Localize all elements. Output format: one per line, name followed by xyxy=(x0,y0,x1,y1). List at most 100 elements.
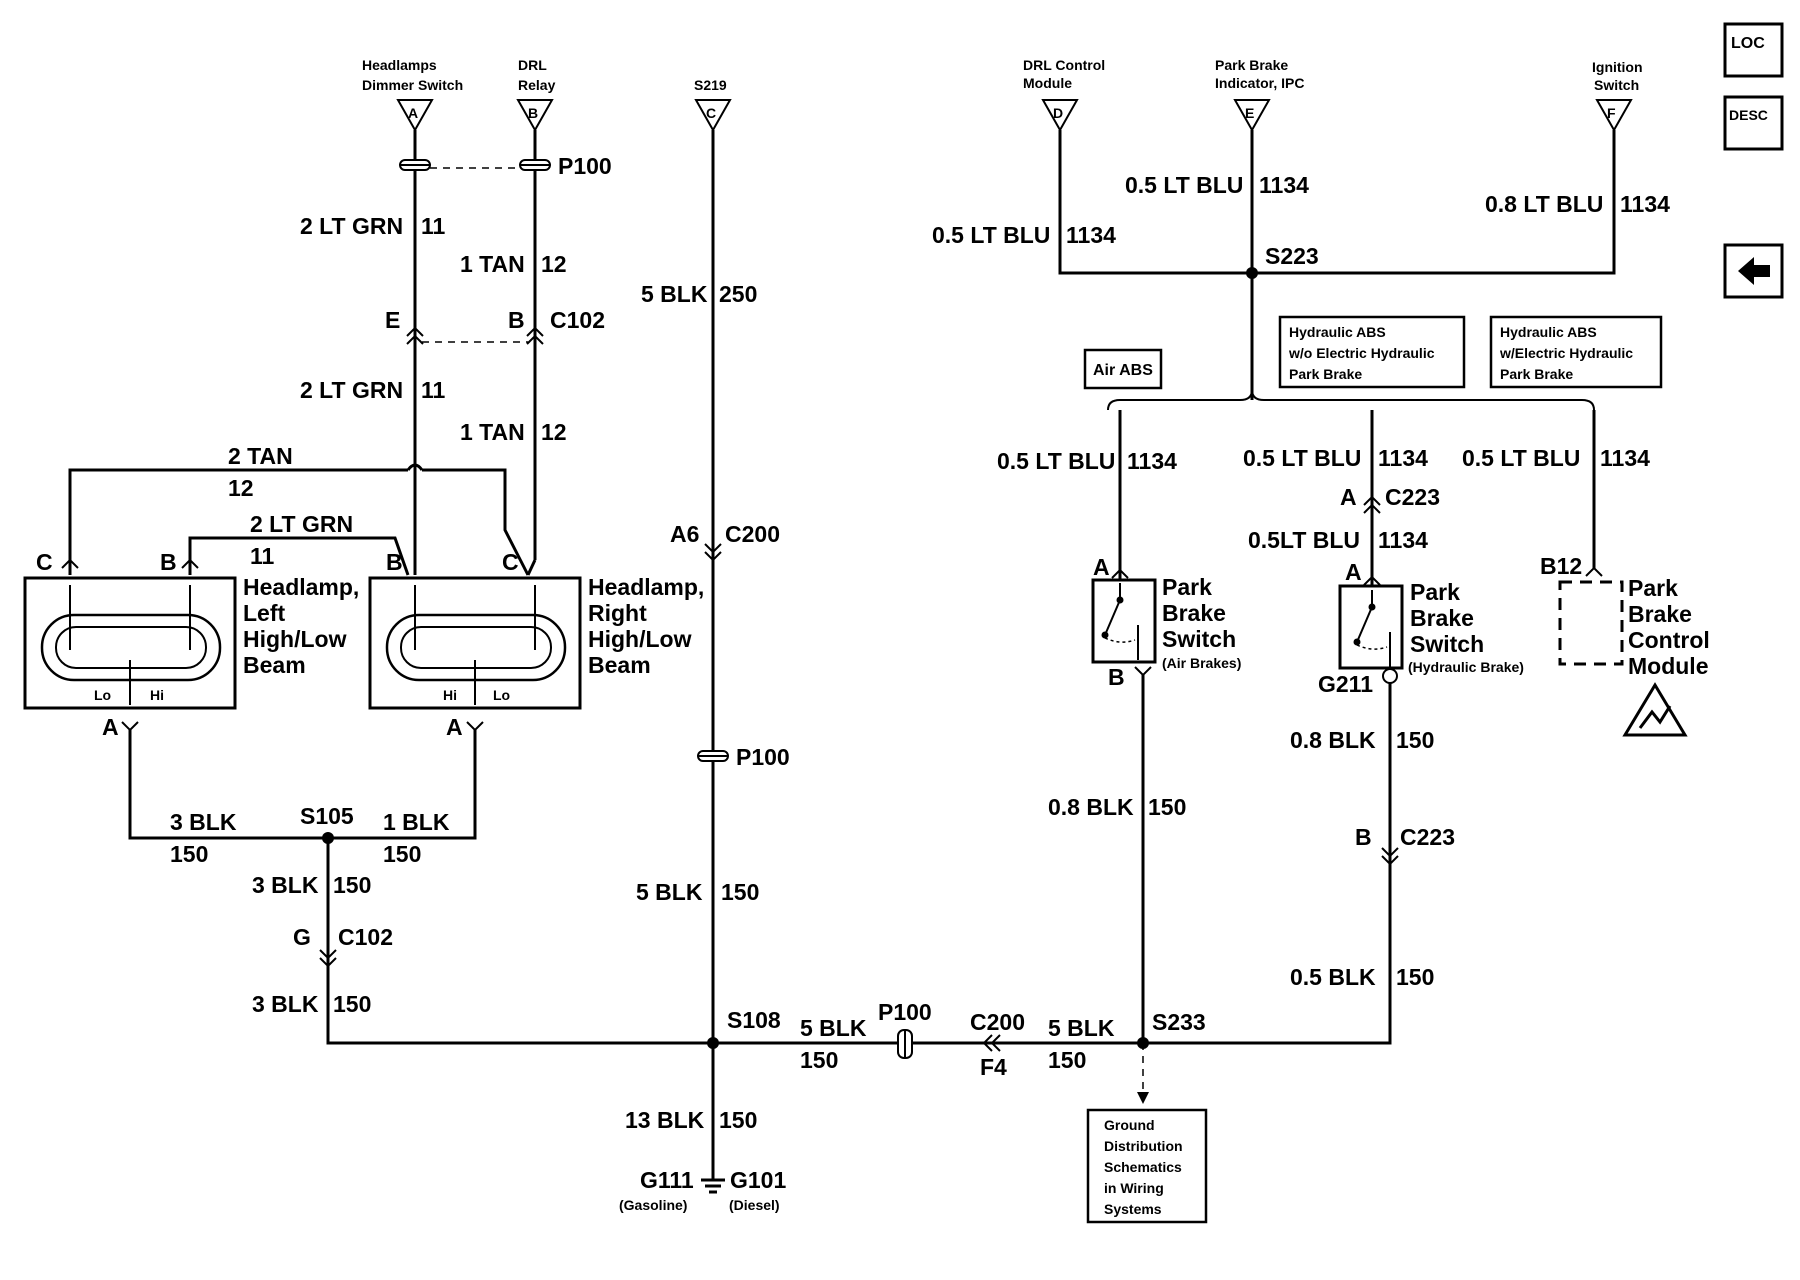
svg-text:A: A xyxy=(408,105,418,121)
svg-text:Park: Park xyxy=(1162,574,1212,600)
wire-hyd-branch: 0.5 LT BLU 1134 A C223 0.5LT BLU 1134 A xyxy=(1243,410,1440,588)
svg-text:G: G xyxy=(293,924,311,950)
svg-text:Indicator, IPC: Indicator, IPC xyxy=(1215,75,1304,91)
svg-text:C: C xyxy=(706,105,716,121)
park-brake-control-module: Park Brake Control Module xyxy=(1558,575,1710,737)
svg-text:5 BLK: 5 BLK xyxy=(641,281,708,307)
svg-text:C223: C223 xyxy=(1400,824,1455,850)
wire-ehpb-branch: 0.5 LT BLU 1134 B12 xyxy=(1462,410,1650,579)
wire-s105-down: 3 BLK 150 G C102 3 BLK 150 xyxy=(252,838,713,1045)
svg-text:B: B xyxy=(1355,824,1372,850)
svg-text:P100: P100 xyxy=(558,153,612,179)
wire-air-ground: 0.8 BLK 150 S233 xyxy=(1048,675,1206,1104)
option-brace xyxy=(1107,389,1595,411)
svg-text:0.5 LT BLU: 0.5 LT BLU xyxy=(1243,445,1361,471)
wire-s108-s233: 5 BLK 150 P100 C200 F4 5 BLK 150 xyxy=(713,999,1143,1080)
desc-button[interactable]: DESC xyxy=(1723,95,1784,151)
loc-button[interactable]: LOC xyxy=(1723,22,1784,78)
svg-text:E: E xyxy=(1245,105,1254,121)
svg-text:1134: 1134 xyxy=(1378,445,1428,471)
wire-e-blu: 0.5 LT BLU 1134 S223 0.8 LT BLU 1134 xyxy=(1125,130,1670,400)
label-11-lower: 11 xyxy=(421,377,446,403)
svg-text:(Gasoline): (Gasoline) xyxy=(619,1197,687,1213)
svg-text:150: 150 xyxy=(333,872,371,898)
svg-text:1134: 1134 xyxy=(1600,445,1650,471)
terminal-f: Ignition Switch F xyxy=(1592,59,1643,133)
p100-connector-top: P100 xyxy=(399,153,612,179)
svg-text:C200: C200 xyxy=(970,1009,1025,1035)
label-tan-lower: 1 TAN xyxy=(460,419,525,445)
svg-text:S108: S108 xyxy=(727,1007,781,1033)
svg-text:Control: Control xyxy=(1628,627,1710,653)
svg-text:5 BLK: 5 BLK xyxy=(800,1015,867,1041)
svg-text:in Wiring: in Wiring xyxy=(1104,1180,1164,1196)
svg-text:D: D xyxy=(1053,105,1063,121)
ground-distribution-box[interactable]: Ground Distribution Schematics in Wiring… xyxy=(1086,1108,1208,1224)
wire-c-black: 5 BLK 250 A6 C200 P100 5 BLK 150 S108 13… xyxy=(625,130,790,1180)
svg-text:1134: 1134 xyxy=(1620,191,1670,217)
wire-tan-cross: 2 TAN 12 xyxy=(68,443,530,576)
svg-text:C: C xyxy=(36,549,53,575)
wire-d-blu: 0.5 LT BLU 1134 xyxy=(932,130,1616,275)
svg-text:Switch: Switch xyxy=(1594,77,1639,93)
svg-text:Hi: Hi xyxy=(443,687,457,703)
svg-text:150: 150 xyxy=(721,879,759,905)
terminal-b: DRL Relay B xyxy=(516,57,556,133)
svg-text:150: 150 xyxy=(383,841,421,867)
park-brake-switch-hydraulic: Park Brake Switch (Hydraulic Brake) G211 xyxy=(1318,579,1524,697)
headlamp-left: C B Lo Hi Headlamp, Left High/Low Beam A xyxy=(23,549,359,740)
svg-text:0.5 LT BLU: 0.5 LT BLU xyxy=(1125,172,1243,198)
svg-text:A6: A6 xyxy=(670,521,699,547)
svg-text:Park Brake: Park Brake xyxy=(1500,366,1573,382)
svg-text:A: A xyxy=(1093,554,1110,580)
svg-text:G211: G211 xyxy=(1318,671,1373,697)
svg-text:(Hydraulic Brake): (Hydraulic Brake) xyxy=(1408,659,1524,675)
svg-text:150: 150 xyxy=(800,1047,838,1073)
wire-air-branch: 0.5 LT BLU 1134 A xyxy=(997,410,1177,580)
svg-text:Headlamps: Headlamps xyxy=(362,57,437,73)
svg-text:12: 12 xyxy=(228,475,254,501)
svg-text:Systems: Systems xyxy=(1104,1201,1162,1217)
svg-text:Beam: Beam xyxy=(588,652,651,678)
svg-text:B: B xyxy=(1108,664,1125,690)
svg-text:Brake: Brake xyxy=(1628,601,1692,627)
svg-text:DRL Control: DRL Control xyxy=(1023,57,1105,73)
svg-text:C102: C102 xyxy=(338,924,393,950)
svg-text:Distribution: Distribution xyxy=(1104,1138,1183,1154)
svg-text:S233: S233 xyxy=(1152,1009,1206,1035)
svg-text:Brake: Brake xyxy=(1162,600,1226,626)
svg-text:Beam: Beam xyxy=(243,652,306,678)
svg-text:w/o Electric Hydraulic: w/o Electric Hydraulic xyxy=(1288,345,1435,361)
svg-text:Ignition: Ignition xyxy=(1592,59,1643,75)
svg-text:Park: Park xyxy=(1628,575,1678,601)
svg-text:(Diesel): (Diesel) xyxy=(729,1197,780,1213)
svg-text:Switch: Switch xyxy=(1162,626,1236,652)
svg-text:DRL: DRL xyxy=(518,57,547,73)
label-12-upper: 12 xyxy=(541,251,567,277)
headlamp-right: B C Hi Lo Headlamp, Right High/Low Beam … xyxy=(368,549,704,740)
svg-text:0.5 LT BLU: 0.5 LT BLU xyxy=(997,448,1115,474)
terminal-a: Headlamps Dimmer Switch A xyxy=(362,57,463,133)
option-hyd-w: Hydraulic ABS w/Electric Hydraulic Park … xyxy=(1489,315,1663,389)
desc-icon: DESC xyxy=(1729,107,1768,123)
svg-text:A: A xyxy=(1345,559,1362,585)
wire-hyd-ground: 0.8 BLK 150 B C223 0.5 BLK 150 xyxy=(1143,683,1455,1045)
svg-text:P100: P100 xyxy=(736,744,790,770)
svg-text:S105: S105 xyxy=(300,803,354,829)
label-lt-grn-lower: 2 LT GRN xyxy=(300,377,403,403)
svg-text:Park Brake: Park Brake xyxy=(1289,366,1362,382)
svg-text:G101: G101 xyxy=(730,1167,786,1193)
svg-text:(Air Brakes): (Air Brakes) xyxy=(1162,655,1241,671)
svg-text:B: B xyxy=(528,105,538,121)
svg-text:Hi: Hi xyxy=(150,687,164,703)
svg-text:3 BLK: 3 BLK xyxy=(170,809,237,835)
svg-text:2 TAN: 2 TAN xyxy=(228,443,293,469)
back-button[interactable] xyxy=(1723,243,1784,299)
svg-text:0.5 LT BLU: 0.5 LT BLU xyxy=(932,222,1050,248)
svg-text:Module: Module xyxy=(1628,653,1709,679)
svg-text:B12: B12 xyxy=(1540,553,1582,579)
svg-text:1 BLK: 1 BLK xyxy=(383,809,450,835)
svg-text:F4: F4 xyxy=(980,1054,1007,1080)
option-hyd-wo: Hydraulic ABS w/o Electric Hydraulic Par… xyxy=(1278,315,1466,389)
